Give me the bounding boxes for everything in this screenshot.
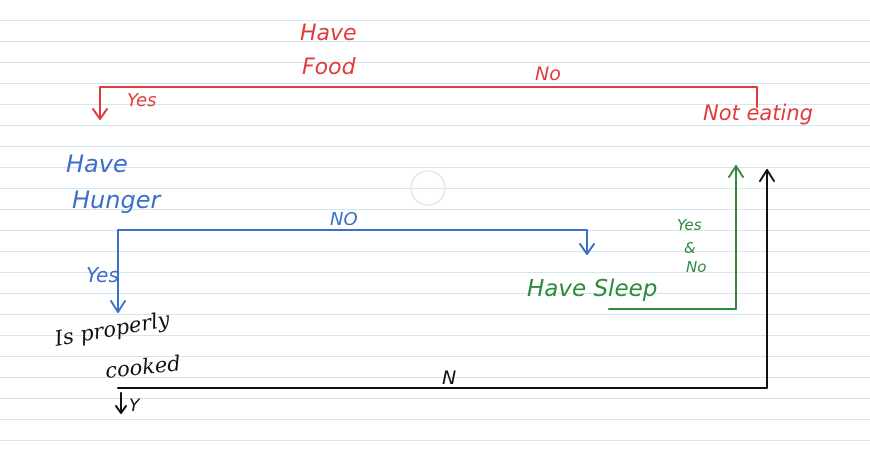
have-hunger-label-line2: Hunger [72, 186, 162, 214]
black-arrowhead [759, 169, 775, 182]
green-arrowhead [728, 165, 744, 178]
red-yes-arrowhead [92, 108, 108, 120]
blue-branch [110, 229, 595, 313]
green-yes-label: Yes [677, 216, 702, 234]
black-n-label: N [442, 367, 456, 389]
black-flow-line [117, 169, 768, 389]
not-eating-label: Not eating [703, 101, 813, 125]
blue-no-arrowhead [579, 243, 595, 255]
green-no-label: No [686, 258, 706, 276]
green-flow-line [608, 165, 737, 310]
is-properly-cooked-line2: cooked [104, 351, 182, 383]
is-properly-cooked-line1: Is properly [52, 307, 173, 351]
have-food-label-line1: Have [300, 21, 357, 46]
blue-yes-arrowhead [110, 300, 126, 313]
blue-yes-label: Yes [86, 263, 119, 287]
have-sleep-label: Have Sleep [527, 276, 657, 302]
red-branch [92, 86, 758, 120]
red-top-line [99, 86, 758, 108]
have-hunger-label-line1: Have [66, 150, 128, 178]
green-amp-label: & [684, 239, 696, 257]
blue-flow-line [117, 229, 588, 313]
black-y-arrowhead [115, 405, 127, 414]
black-branch [115, 169, 775, 414]
watermark-circle [410, 170, 446, 206]
have-food-label-line2: Food [302, 55, 357, 80]
red-yes-label: Yes [127, 90, 156, 111]
black-y-label: Y [129, 396, 141, 416]
blue-no-label: NO [330, 209, 358, 230]
green-branch [608, 165, 744, 310]
red-no-label: No [535, 63, 561, 85]
